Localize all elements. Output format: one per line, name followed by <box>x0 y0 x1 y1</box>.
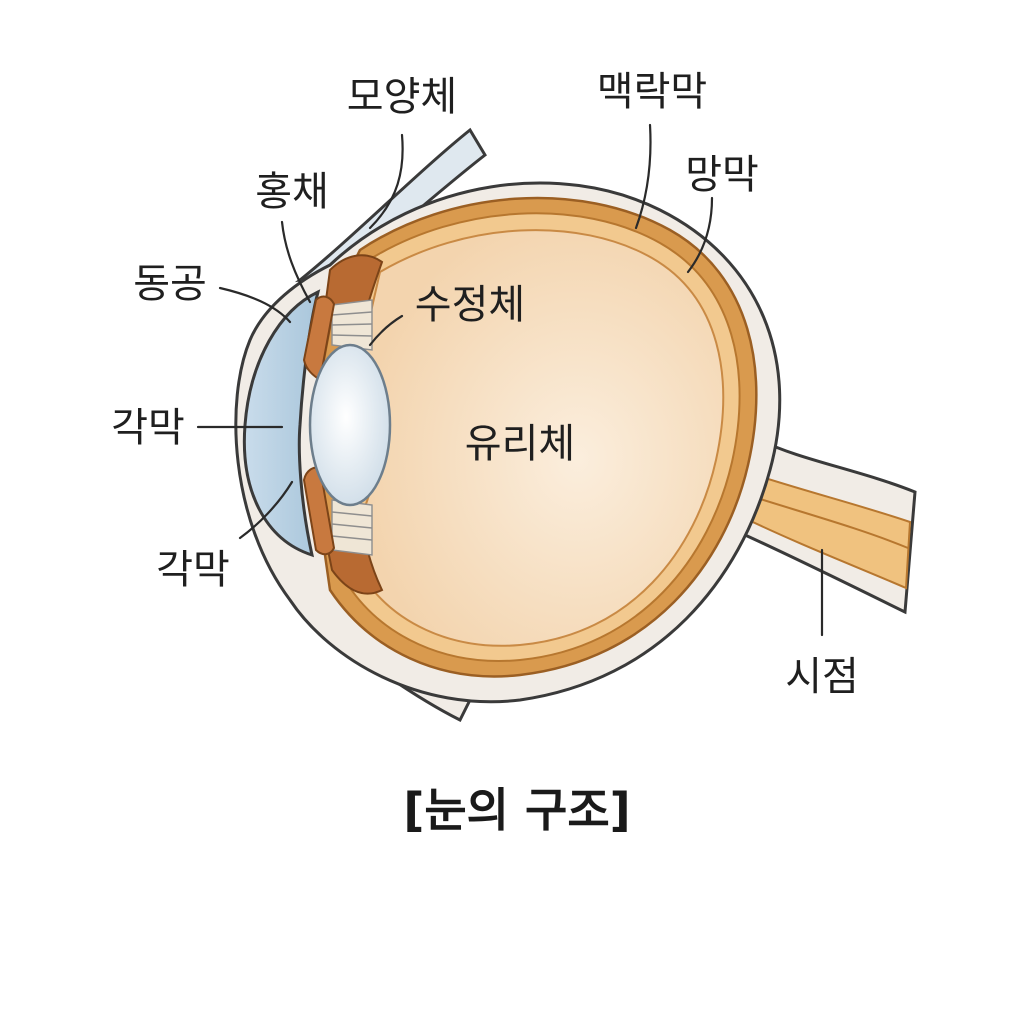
leader-pupil <box>218 286 292 324</box>
optic-nerve <box>736 468 912 590</box>
iris-lower <box>302 466 336 556</box>
leader-ciliary-body <box>368 133 404 230</box>
leader-retina <box>686 196 714 274</box>
label-pupil: 동공 <box>133 261 207 307</box>
figure-caption: [눈의 구조] <box>403 783 630 837</box>
label-blind-spot: 시점 <box>785 654 859 700</box>
label-choroid: 맥락막 <box>597 69 707 115</box>
leader-lens <box>368 314 404 347</box>
label-ciliary-body: 모양체 <box>347 74 457 120</box>
label-cornea-upper: 각막 <box>111 405 185 451</box>
zonule-fibers-upper <box>331 299 373 351</box>
leader-choroid <box>634 123 652 230</box>
label-lens: 수정체 <box>415 282 525 328</box>
leader-cornea-lower <box>238 480 294 540</box>
leader-iris <box>280 220 312 304</box>
zonule-fibers-lower <box>331 499 373 556</box>
label-vitreous: 유리체 <box>465 421 575 467</box>
cornea <box>242 289 321 558</box>
label-cornea-lower: 각막 <box>156 547 230 593</box>
label-retina: 망막 <box>685 152 759 198</box>
label-iris: 홍채 <box>255 169 329 215</box>
lens <box>308 343 392 507</box>
